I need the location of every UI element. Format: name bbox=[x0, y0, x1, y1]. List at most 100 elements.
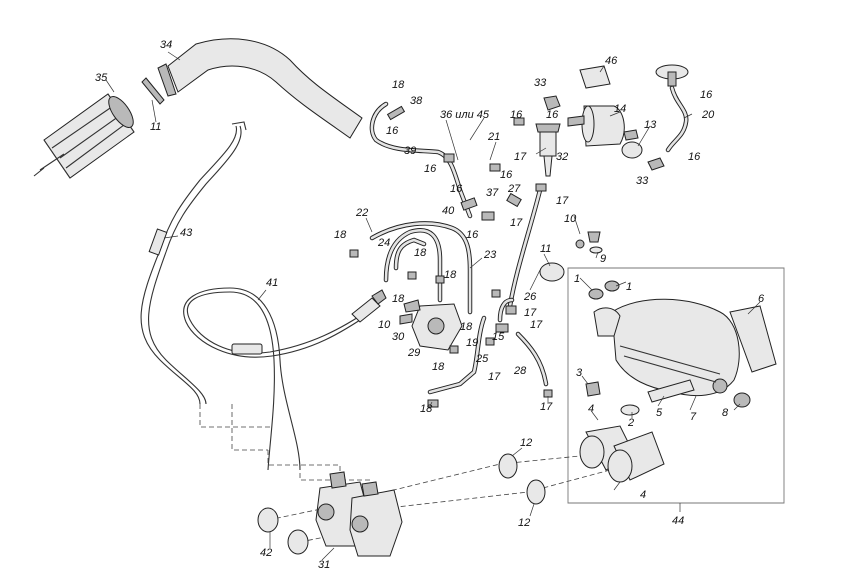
part-7-air-box bbox=[593, 298, 740, 397]
part-32-fuel-tap bbox=[535, 123, 561, 177]
callout-11: 11 bbox=[540, 243, 551, 255]
callout-labels: 34 35 11 18 38 16 39 16 36 или 45 21 16 … bbox=[95, 39, 765, 571]
part-12-clamp-b bbox=[526, 479, 546, 505]
callout-32: 32 bbox=[556, 151, 568, 163]
callout-14: 14 bbox=[614, 103, 626, 115]
callout-38: 38 bbox=[410, 95, 423, 107]
part-20-tank-outlet bbox=[655, 64, 689, 153]
callout-18: 18 bbox=[460, 321, 473, 333]
callout-41: 41 bbox=[266, 277, 278, 289]
callout-37: 37 bbox=[486, 187, 499, 199]
part-46-sleeve bbox=[579, 65, 611, 89]
part-35-filter-cage bbox=[33, 93, 135, 179]
hose-22-24-23 bbox=[369, 221, 473, 315]
callout-8: 8 bbox=[722, 407, 729, 419]
callout-28: 28 bbox=[513, 365, 527, 377]
part-42-clamp-b bbox=[287, 529, 309, 555]
part-1-grommet-b bbox=[604, 280, 620, 292]
callout-17: 17 bbox=[530, 319, 543, 331]
callout-2: 2 bbox=[627, 417, 634, 429]
part-29-fuel-pump bbox=[399, 299, 463, 351]
callout-15: 15 bbox=[492, 331, 505, 343]
callout-19: 19 bbox=[466, 337, 478, 349]
part-1-grommet-a bbox=[588, 288, 604, 300]
callout-30: 30 bbox=[392, 331, 405, 343]
callout-16: 16 bbox=[386, 125, 399, 137]
callout-43: 43 bbox=[180, 227, 193, 239]
callout-17: 17 bbox=[514, 151, 527, 163]
callout-1: 1 bbox=[574, 273, 580, 285]
part-43-throttle-cable bbox=[140, 121, 247, 405]
callout-1: 1 bbox=[626, 281, 632, 293]
callout-5: 5 bbox=[656, 407, 663, 419]
callout-18: 18 bbox=[432, 361, 445, 373]
part-11-clamp bbox=[141, 77, 165, 105]
callout-9: 9 bbox=[600, 253, 606, 265]
callout-16: 16 bbox=[500, 169, 513, 181]
callout-4: 4 bbox=[588, 403, 594, 415]
callout-18: 18 bbox=[392, 79, 405, 91]
callout-10: 10 bbox=[564, 213, 577, 225]
callout-4: 4 bbox=[640, 489, 646, 501]
callout-46: 46 bbox=[605, 55, 618, 67]
part-3-screw bbox=[585, 381, 601, 397]
part-42-clamp-a bbox=[257, 507, 279, 533]
part-33-fitting-b bbox=[647, 157, 665, 171]
callout-13: 13 bbox=[644, 119, 657, 131]
callout-10: 10 bbox=[378, 319, 391, 331]
callout-29: 29 bbox=[407, 347, 420, 359]
callout-3: 3 bbox=[576, 367, 583, 379]
callout-23: 23 bbox=[483, 249, 497, 261]
callout-16: 16 bbox=[546, 109, 559, 121]
callout-26: 26 bbox=[523, 291, 537, 303]
callout-44: 44 bbox=[672, 515, 684, 527]
callout-17: 17 bbox=[556, 195, 569, 207]
callout-12: 12 bbox=[518, 517, 530, 529]
assembly-44-box bbox=[567, 267, 785, 504]
part-33-fitting-a bbox=[543, 95, 561, 111]
callout-17: 17 bbox=[510, 217, 523, 229]
callout-7: 7 bbox=[690, 411, 697, 423]
small-fittings bbox=[349, 105, 553, 408]
callout-17: 17 bbox=[488, 371, 501, 383]
callout-18: 18 bbox=[334, 229, 347, 241]
callout-16: 16 bbox=[424, 163, 437, 175]
callout-18: 18 bbox=[444, 269, 457, 281]
callout-11: 11 bbox=[150, 121, 161, 133]
part-5-strap bbox=[647, 379, 695, 403]
part-11-ring bbox=[539, 262, 565, 282]
callout-40: 40 bbox=[442, 205, 455, 217]
part-8-cap bbox=[733, 392, 751, 408]
callout-27: 27 bbox=[507, 183, 521, 195]
callout-16: 16 bbox=[688, 151, 701, 163]
callout-18: 18 bbox=[420, 403, 433, 415]
callout-21: 21 bbox=[487, 131, 500, 143]
callout-18: 18 bbox=[414, 247, 427, 259]
callout-36-or-45: 36 или 45 bbox=[440, 109, 490, 121]
callout-34: 34 bbox=[160, 39, 172, 51]
part-34-intake-tube bbox=[157, 38, 363, 139]
callout-16: 16 bbox=[510, 109, 523, 121]
callout-33: 33 bbox=[636, 175, 649, 187]
part-4-intake-boots bbox=[579, 425, 665, 483]
part-41-choke-cable bbox=[183, 287, 387, 471]
washers-9-10 bbox=[575, 231, 603, 254]
callout-25: 25 bbox=[475, 353, 489, 365]
callout-18: 18 bbox=[392, 293, 405, 305]
callout-16: 16 bbox=[700, 89, 713, 101]
leader-lines bbox=[105, 51, 761, 561]
part-31-carburetors bbox=[315, 471, 403, 557]
callout-22: 22 bbox=[355, 207, 368, 219]
part-6-cover bbox=[729, 305, 777, 373]
callout-17: 17 bbox=[524, 307, 537, 319]
callout-17: 17 bbox=[540, 401, 553, 413]
callout-42: 42 bbox=[260, 547, 272, 559]
hose-overflow bbox=[369, 101, 473, 219]
callout-33: 33 bbox=[534, 77, 547, 89]
callout-20: 20 bbox=[701, 109, 715, 121]
callout-12: 12 bbox=[520, 437, 532, 449]
part-13-clamp bbox=[621, 141, 643, 159]
part-2-collar bbox=[620, 404, 640, 416]
callout-16: 16 bbox=[466, 229, 479, 241]
